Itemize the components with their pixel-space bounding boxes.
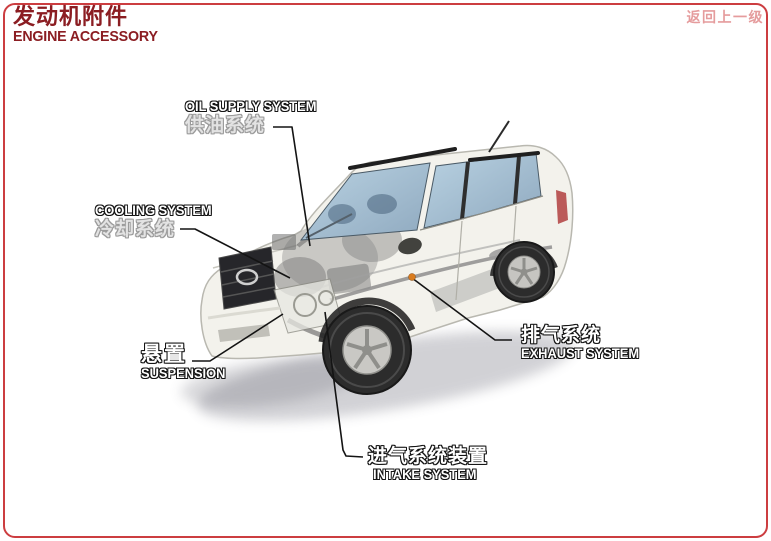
hotspot-cooling-en: COOLING SYSTEM (95, 202, 212, 218)
hotspot-oil-supply-en: OIL SUPPLY SYSTEM (185, 98, 317, 114)
hotspot-cooling-system[interactable]: COOLING SYSTEM 冷却系统 (95, 203, 222, 240)
car-shadow-front (180, 357, 360, 407)
grille-slats (220, 260, 276, 298)
grille (218, 246, 277, 310)
headlight-lens (293, 293, 317, 317)
hotspot-exhaust-en: EXHAUST SYSTEM (521, 344, 640, 361)
windshield (299, 162, 431, 241)
roof-rail (468, 151, 540, 162)
hotspot-suspension-cn: 悬置 (141, 343, 187, 366)
exhaust-marker-dot (408, 273, 416, 281)
bumper-vent (218, 324, 270, 342)
tail-light (556, 190, 568, 224)
brand-logo (235, 268, 259, 286)
hotspot-intake-system[interactable]: 进气系统装置 INTAKE SYSTEM (368, 447, 488, 484)
leader-line-intake (324, 311, 364, 458)
page-title-en: ENGINE ACCESSORY (13, 28, 158, 46)
seat-silhouette (328, 204, 356, 224)
page-title: 发动机附件 ENGINE ACCESSORY (13, 5, 165, 46)
hotspot-intake-cn: 进气系统装置 (368, 446, 489, 467)
hotspot-intake-en: INTAKE SYSTEM (373, 465, 477, 482)
rear-wheel (493, 241, 555, 303)
side-mirror (398, 237, 422, 255)
hotspot-oil-supply-cn: 供油系统 (185, 114, 266, 136)
belt-line (419, 195, 544, 231)
drive-shaft (321, 239, 521, 288)
leader-line-cooling (180, 228, 291, 279)
car-illustration (180, 120, 574, 421)
front-wheel (322, 305, 412, 395)
headlight-lens (318, 290, 334, 306)
b-pillar (460, 161, 470, 220)
roof-rail (348, 147, 457, 170)
leader-line-oil-supply (273, 126, 311, 247)
leader-line-exhaust (411, 277, 512, 341)
wiper (305, 213, 353, 239)
door-seam (455, 220, 463, 301)
c-pillar (513, 155, 521, 205)
hotspot-suspension[interactable]: 悬置 SUSPENSION (141, 343, 233, 383)
hotspot-oil-supply-system[interactable]: OIL SUPPLY SYSTEM 供油系统 (185, 99, 328, 136)
antenna (488, 120, 510, 153)
leader-line-suspension (192, 313, 284, 362)
hotspot-suspension-en: SUSPENSION (141, 365, 226, 382)
leader-lines (180, 126, 512, 458)
back-link[interactable]: 返回上一级 (686, 9, 764, 25)
hotspot-exhaust-system[interactable]: 排气系统 EXHAUST SYSTEM (521, 326, 649, 363)
hotspot-cooling-cn: 冷却系统 (95, 218, 176, 240)
bumper-crease (207, 306, 281, 320)
hotspot-exhaust-cn: 排气系统 (521, 325, 602, 346)
seat-silhouette (367, 194, 397, 214)
page-title-cn: 发动机附件 (13, 4, 129, 29)
